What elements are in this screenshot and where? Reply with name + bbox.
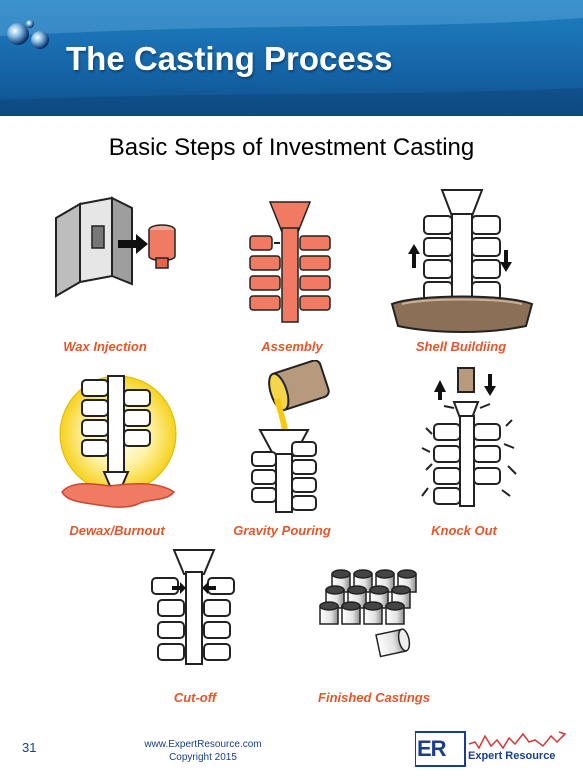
slide-number: 31 — [22, 740, 37, 755]
logo-name: Expert Resource — [468, 750, 556, 762]
step-assembly — [240, 198, 340, 328]
step-wax-injection — [52, 196, 182, 304]
footer-copyright: Copyright 2015 — [169, 752, 237, 763]
shell-building-illustration — [390, 189, 534, 333]
slide-subtitle: Basic Steps of Investment Casting — [108, 134, 475, 161]
bubbles-logo-icon — [7, 20, 49, 49]
caption-dewax-burnout: Dewax/Burnout — [69, 523, 165, 538]
step-finished-castings — [312, 568, 424, 664]
caption-wax-injection: Wax Injection — [63, 339, 147, 354]
assembly-illustration — [249, 201, 331, 323]
logo-initials: ER — [417, 736, 447, 761]
knock-out-illustration — [421, 367, 517, 507]
caption-assembly: Assembly — [261, 339, 323, 354]
finished-castings-illustration — [319, 569, 417, 658]
step-cut-off — [146, 546, 246, 676]
title-banner: The Casting Process — [0, 0, 583, 116]
step-knock-out — [420, 364, 520, 516]
expert-resource-logo: ER Expert Resource — [415, 728, 575, 768]
banner-swoosh — [0, 0, 583, 116]
gravity-pouring-illustration — [251, 360, 330, 513]
footer-website[interactable]: www.ExpertResource.com — [144, 739, 262, 750]
footer-info: www.ExpertResource.com Copyright 2015 — [118, 738, 288, 764]
step-shell-building — [388, 186, 536, 336]
logo-graph-icon — [415, 731, 567, 767]
caption-knock-out: Knock Out — [431, 523, 497, 538]
cut-off-illustration — [151, 549, 235, 665]
caption-gravity-pouring: Gravity Pouring — [233, 523, 331, 538]
caption-shell-building: Shell Buildiing — [415, 339, 507, 354]
dewax-burnout-illustration — [59, 375, 177, 508]
step-dewax-burnout — [52, 368, 182, 518]
slide-title: The Casting Process — [66, 40, 393, 77]
caption-cut-off: Cut-off — [173, 690, 217, 705]
wax-injection-illustration — [55, 196, 176, 298]
caption-finished-castings: Finished Castings — [318, 690, 430, 705]
step-gravity-pouring — [238, 360, 348, 516]
